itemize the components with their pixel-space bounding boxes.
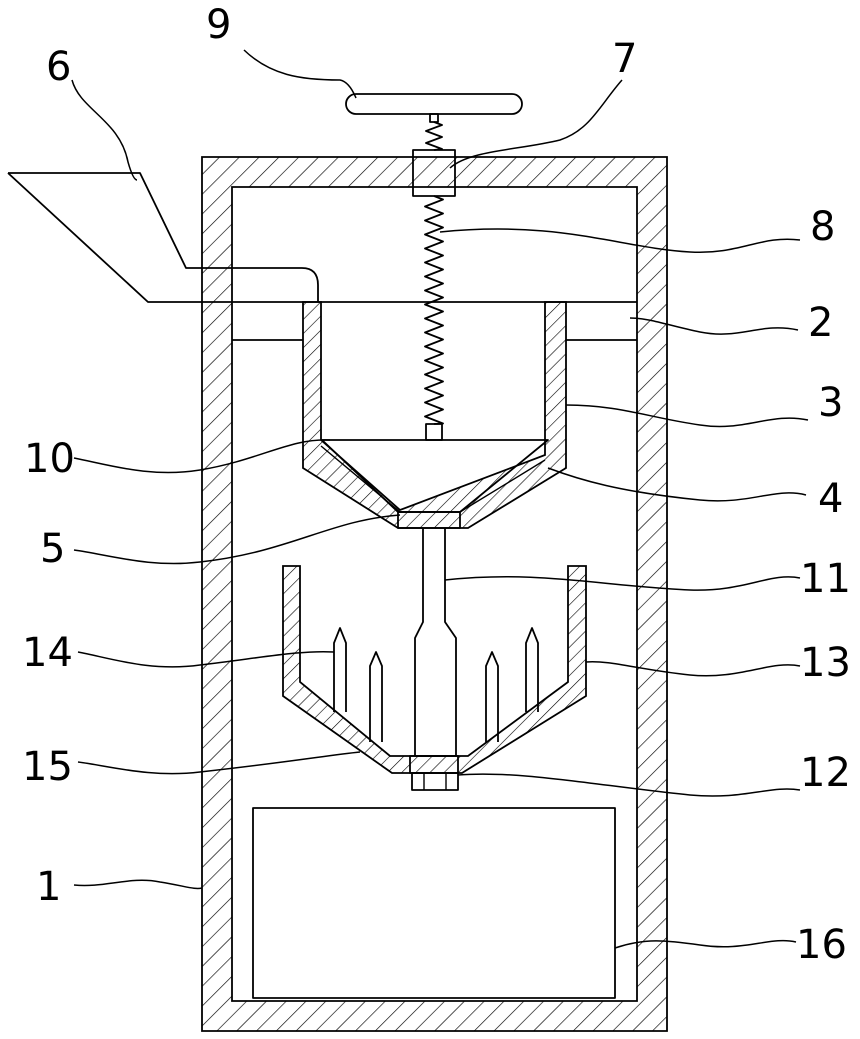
label-13: 13	[800, 640, 851, 686]
housing	[201, 156, 668, 1032]
label-8: 8	[810, 204, 835, 250]
label-12: 12	[800, 750, 851, 796]
leader-lines	[71, 49, 809, 949]
collection-box	[252, 807, 616, 999]
label-3: 3	[818, 380, 843, 426]
nut	[409, 755, 459, 791]
spring-rod	[424, 121, 444, 441]
grinding-teeth	[333, 627, 539, 742]
shaft	[414, 528, 457, 757]
label-16: 16	[796, 922, 847, 968]
handle	[345, 93, 523, 123]
label-7: 7	[612, 36, 637, 82]
label-6: 6	[46, 44, 71, 90]
label-1: 1	[36, 864, 61, 910]
label-11: 11	[800, 556, 851, 602]
grinding-basket	[282, 565, 587, 774]
outlet-ring	[397, 511, 461, 529]
label-9: 9	[206, 2, 231, 48]
support-plate	[232, 301, 637, 341]
label-2: 2	[808, 300, 833, 346]
label-10: 10	[24, 436, 75, 482]
label-5: 5	[40, 526, 65, 572]
label-14: 14	[22, 630, 73, 676]
feed-hopper	[7, 172, 319, 303]
label-4: 4	[818, 476, 843, 522]
label-15: 15	[22, 744, 73, 790]
callout-labels: 1 2 3 4 5 6 7 8 9 10 11 12 13 14 15 16	[22, 2, 851, 968]
